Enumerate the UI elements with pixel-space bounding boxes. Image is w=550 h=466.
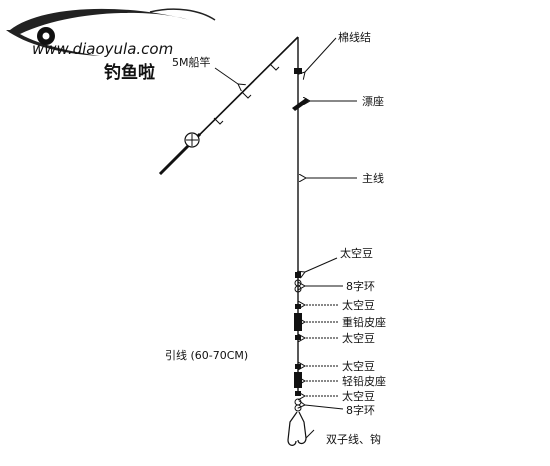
hook-pointer bbox=[305, 429, 315, 439]
fish-logo-icon bbox=[6, 8, 216, 56]
reel-icon bbox=[184, 132, 200, 148]
hook-icon bbox=[287, 411, 307, 446]
watermark-brand: 钓鱼啦 bbox=[104, 62, 155, 83]
space-bean-1 bbox=[295, 272, 301, 278]
label-knot: 棉线结 bbox=[338, 30, 371, 44]
watermark-url: www.diaoyula.com bbox=[32, 40, 173, 58]
space-bean-2 bbox=[295, 304, 301, 309]
space-bean-4 bbox=[295, 364, 301, 369]
float-seat bbox=[292, 98, 309, 111]
label-text-group: 棉线结 漂座 主线 太空豆 8字环 太空豆 重铅皮座 太空豆 太空豆 轻铅皮座 … bbox=[326, 30, 386, 446]
heavy-sinker-seat bbox=[294, 313, 302, 331]
label-heavy-sinker: 重铅皮座 bbox=[342, 315, 386, 329]
swivel-2 bbox=[294, 398, 302, 412]
arrow-left-icon bbox=[305, 37, 337, 72]
label-hooks: 双子线、钩 bbox=[326, 432, 381, 446]
light-sinker-seat bbox=[294, 372, 302, 388]
label-bean-1: 太空豆 bbox=[340, 246, 373, 260]
label-bean-5: 太空豆 bbox=[342, 389, 375, 403]
label-light-sinker: 轻铅皮座 bbox=[342, 374, 386, 388]
label-bean-2: 太空豆 bbox=[342, 298, 375, 312]
right-labels bbox=[305, 37, 357, 439]
label-swivel-1: 8字环 bbox=[346, 279, 375, 293]
label-leader: 引线 (60-70CM) bbox=[165, 348, 248, 362]
label-rod: 5M船竿 bbox=[172, 55, 211, 69]
arrow-left-icon bbox=[305, 405, 344, 410]
label-main-line: 主线 bbox=[362, 171, 384, 185]
arrow-left-icon bbox=[305, 257, 338, 272]
cotton-knot bbox=[294, 68, 302, 74]
rod-guide-icon bbox=[213, 63, 280, 125]
arrow-left-icon bbox=[214, 67, 238, 84]
space-bean-5 bbox=[295, 391, 301, 396]
label-swivel-2: 8字环 bbox=[346, 403, 375, 417]
space-bean-3 bbox=[295, 335, 301, 340]
label-bean-3: 太空豆 bbox=[342, 331, 375, 345]
label-float-seat: 漂座 bbox=[362, 94, 384, 108]
fishing-rod: 5M船竿 bbox=[158, 36, 299, 176]
watermark-logo: www.diaoyula.com 钓鱼啦 bbox=[6, 8, 216, 83]
label-bean-4: 太空豆 bbox=[342, 359, 375, 373]
